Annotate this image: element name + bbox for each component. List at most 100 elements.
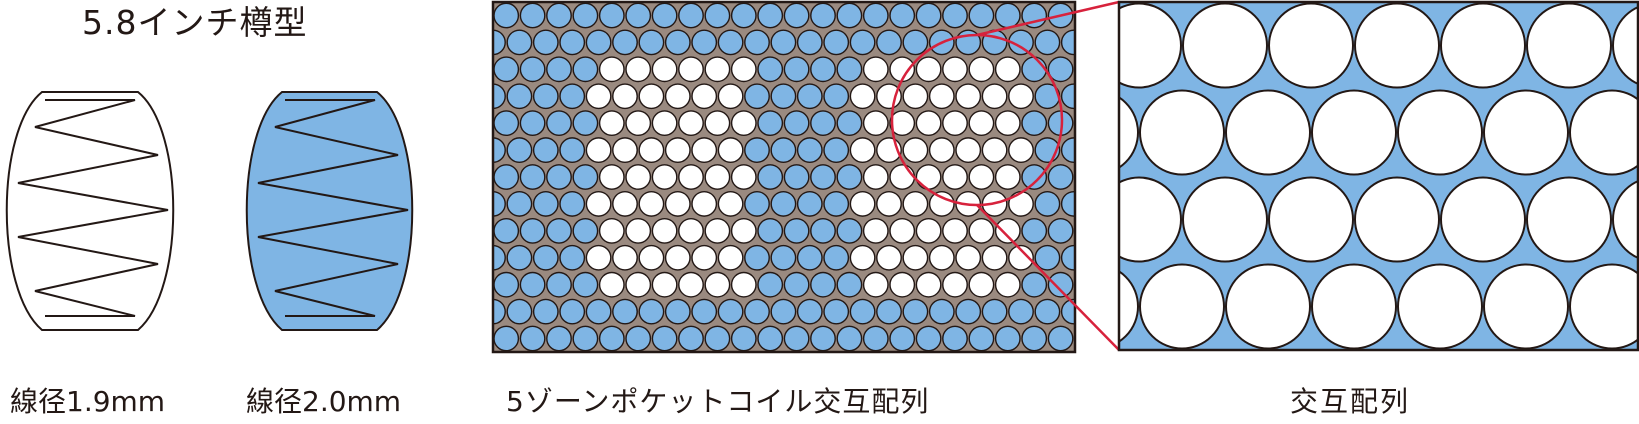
wire-gauge-label-1: 線径1.9mm [10,385,166,418]
pocket-coil [572,217,599,244]
pocket-coil [862,164,889,190]
alternating-detail [1117,0,1639,352]
pocket-coil [849,191,876,217]
pocket-coil [691,191,718,217]
pocket-coil [942,271,968,298]
pocket-coil [783,164,810,190]
pocket-coil [678,56,704,83]
pocket-coil [717,244,744,271]
detail-coil [1354,2,1440,89]
pocket-coil [493,29,506,56]
pocket-coil [876,244,902,271]
pocket-coil [1021,164,1048,190]
pocket-coil [572,271,599,298]
wire-gauge-label-2: 線径2.0mm [246,385,402,418]
pocket-coil [942,325,968,352]
pocket-coil [717,191,744,217]
pocket-coil [942,164,968,190]
pocket-coil [585,83,612,110]
pocket-coil [981,244,1008,271]
pocket-coil [506,29,533,56]
pocket-coil [744,298,770,325]
pocket-coil [664,191,691,217]
pocket-coil [1008,191,1034,217]
pocket-coil [915,164,942,190]
detail-border [1117,0,1639,352]
pocket-coil [730,110,757,137]
pocket-coil [1088,246,1112,270]
pocket-coil [691,244,718,271]
pocket-coil [546,217,572,244]
pocket-coil [572,56,599,83]
pocket-coil [493,56,520,83]
pocket-coil [836,325,863,352]
pocket-coil [546,110,572,137]
pocket-coil [942,2,968,29]
pocket-coil [678,164,704,190]
pocket-coil [994,271,1021,298]
pocket-coil [849,137,876,163]
detail-coil [1268,2,1354,89]
detail-coil [1483,263,1569,350]
pocket-coil [1047,271,1074,298]
pocket-coil [678,110,704,137]
detail-coil [1225,263,1311,350]
pocket-coil [955,298,982,325]
pocket-coil [968,325,995,352]
pocket-coil [532,244,559,271]
pocket-coil [585,298,612,325]
pocket-coil [836,164,863,190]
detail-coil [1569,263,1639,350]
pocket-coil [532,137,559,163]
pocket-coil [519,271,546,298]
pocket-coil [955,244,982,271]
detail-coil [1526,176,1612,263]
pocket-coil [546,325,572,352]
pocket-coil [849,244,876,271]
pocket-coil [928,298,955,325]
pocket-coil [506,137,533,163]
pocket-coil [638,29,665,56]
pocket-coil [862,56,889,83]
pocket-coil [546,2,572,29]
pocket-coil [862,217,889,244]
detail-coil [1612,179,1639,260]
pocket-coil [704,56,731,83]
pocket-coil [493,110,520,137]
pocket-coil [559,298,586,325]
pocket-coil [651,164,678,190]
pocket-coil [942,110,968,137]
pocket-coil [770,137,797,163]
pocket-coil [691,83,718,110]
pocket-coil [810,164,836,190]
grid-border [491,0,1077,354]
detail-coil [1182,176,1268,263]
pocket-coil [468,219,492,243]
pocket-coil [810,271,836,298]
pocket-coil [810,110,836,137]
pocket-coil [1034,298,1061,325]
pocket-coil [493,2,520,29]
pocket-coil [968,217,995,244]
pocket-coil [783,271,810,298]
pocket-coil [1021,325,1048,352]
pocket-coil [468,272,492,296]
pocket-coil [651,325,678,352]
pocket-coil [598,325,625,352]
pocket-coil [968,56,995,83]
pocket-coil [612,137,638,163]
pocket-coil [928,244,955,271]
coil-wire [17,99,169,317]
pocket-coil [902,137,929,163]
pocket-coil [612,244,638,271]
pocket-coil [651,56,678,83]
pocket-coil [994,217,1021,244]
pocket-coil [1074,64,1075,75]
pocket-coil [638,244,665,271]
pocket-coil [783,2,810,29]
pocket-coil [994,110,1021,137]
zoom-callout [890,0,1120,351]
detail-coil [1526,2,1612,89]
pocket-coil [585,29,612,56]
